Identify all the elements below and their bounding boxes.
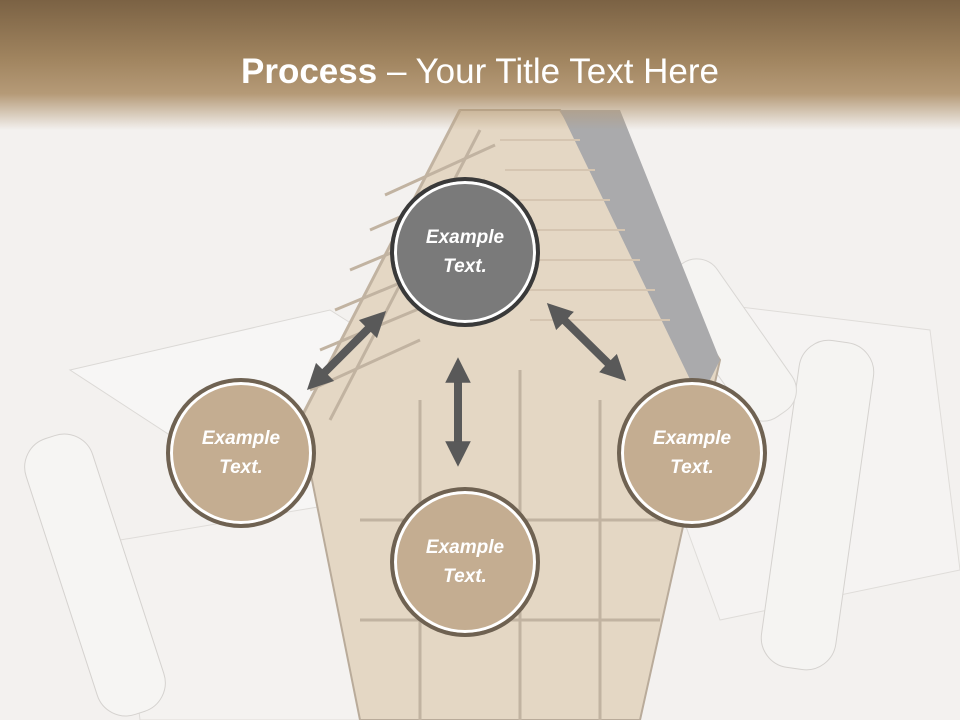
node-text: Example Text.: [201, 428, 281, 478]
arrow-top-right: [546, 303, 627, 381]
node-text: Example Text.: [425, 537, 505, 587]
title-bar: [0, 0, 960, 130]
title-bold: Process: [241, 52, 378, 91]
process-node-top: Example Text.: [390, 177, 540, 327]
slide-title: Process – Your Title Text Here: [0, 52, 960, 92]
title-rest: – Your Title Text Here: [377, 52, 719, 91]
node-text: Example Text.: [652, 428, 732, 478]
process-node-right: Example Text.: [617, 378, 767, 528]
process-node-left: Example Text.: [166, 378, 316, 528]
process-node-bottom: Example Text.: [390, 487, 540, 637]
node-text: Example Text.: [425, 227, 505, 277]
arrow-top-left: [306, 310, 387, 391]
